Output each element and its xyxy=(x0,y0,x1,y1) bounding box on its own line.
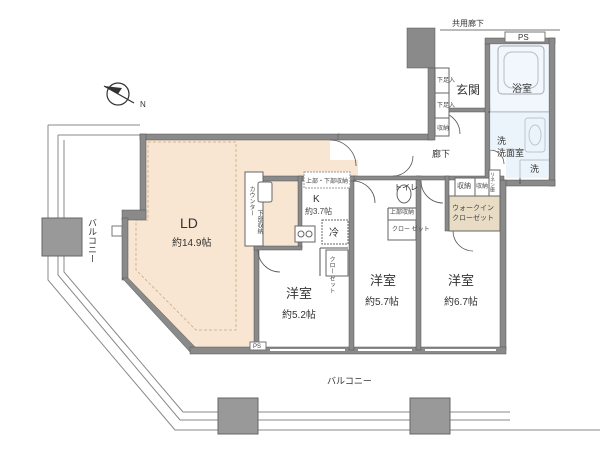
wet-area-floor xyxy=(490,112,549,178)
room1-name: 洋室 xyxy=(286,286,312,301)
room1-closet-label: クロー ゼット xyxy=(328,256,335,294)
stove-burner-2 xyxy=(305,230,313,238)
fridge-space xyxy=(321,219,349,245)
room3-name: 洋室 xyxy=(448,273,474,288)
shoe-label-1: 下足入 xyxy=(437,77,455,84)
kitchen-upper-storage xyxy=(303,171,351,189)
washroom-label: 洗面室 xyxy=(497,147,524,158)
linen-box xyxy=(488,169,501,197)
room1-closet-box xyxy=(325,249,349,277)
kitchen-name: K xyxy=(313,194,320,205)
storage-label-1: 収納 xyxy=(457,181,471,190)
toilet-closet-label: クロー ゼット xyxy=(392,225,430,233)
kitchen-sink xyxy=(257,181,273,203)
toilet-storage-label: 上部収納 xyxy=(390,208,414,216)
counter-sub-label: 下部収納 xyxy=(256,210,263,235)
room2-name: 洋室 xyxy=(370,273,396,288)
entry-storage-box xyxy=(434,117,450,137)
balcony-box xyxy=(111,225,123,237)
ps-bottom-label: PS xyxy=(253,344,261,350)
kitchen-stove xyxy=(294,225,316,243)
ld-area: 約14.9帖 xyxy=(172,236,211,249)
balcony-pillar-right xyxy=(409,397,451,435)
ps-top-label: PS xyxy=(518,33,529,42)
bath-floor xyxy=(490,44,549,112)
balcony-left-label: バルコニー xyxy=(87,218,97,263)
wic-label-2: クローゼット xyxy=(452,213,494,222)
walls xyxy=(121,27,556,355)
balcony-bottom-label: バルコニー xyxy=(327,376,372,386)
stove-burner-1 xyxy=(297,230,305,238)
toilet-bowl xyxy=(396,184,412,204)
washroom-label-1: 洗 xyxy=(497,135,506,146)
counter-label: カウンター xyxy=(248,186,255,216)
room2-area: 約5.7帖 xyxy=(365,295,399,308)
compass-north-label: N xyxy=(140,100,146,109)
wash-label: 洗 xyxy=(530,163,539,174)
ps-box-top xyxy=(504,31,546,43)
wic-label: ウォークイン xyxy=(452,204,494,212)
ld-floor xyxy=(128,140,358,348)
compass-icon xyxy=(103,82,135,106)
ld-name: LD xyxy=(180,215,198,231)
corridor-label: 共用廊下 xyxy=(452,18,484,28)
balcony-pillar-left xyxy=(41,217,83,257)
linen-label: リネン庫 xyxy=(489,172,495,193)
balcony-railing xyxy=(47,124,600,431)
door-swings xyxy=(257,111,505,273)
entrance-label: 玄関 xyxy=(456,82,480,97)
hallway-label: 廊下 xyxy=(432,148,450,159)
entry-storage-label: 収納 xyxy=(437,124,449,132)
room1-area: 約5.2帖 xyxy=(282,308,316,321)
kitchen-upper-label: 上部・下部収納 xyxy=(306,177,348,185)
storage-label-2: 収納 xyxy=(476,182,488,190)
toilet-label: トイレ xyxy=(394,183,418,192)
toilet-closet-box xyxy=(387,219,417,241)
wic-floor xyxy=(448,195,501,232)
ps-box-bottom xyxy=(249,341,267,351)
kitchen-area: 約3.7帖 xyxy=(305,206,332,216)
shoe-label-2: 下足入 xyxy=(437,102,455,109)
bath-label: 浴室 xyxy=(512,82,532,95)
fridge-label: 冷 xyxy=(329,226,339,239)
balcony-pillar-mid xyxy=(217,397,259,435)
room3-area: 約6.7帖 xyxy=(444,295,478,308)
